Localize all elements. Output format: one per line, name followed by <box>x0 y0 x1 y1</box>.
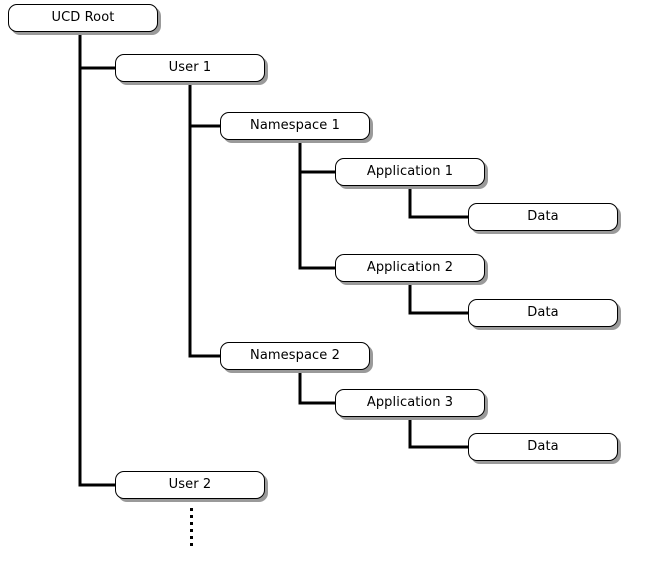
continuation-dot <box>190 543 193 546</box>
connector-user-1-to-namespace-2 <box>188 82 220 358</box>
node-application-3[interactable]: Application 3 <box>335 389 485 417</box>
continuation-dot <box>190 515 193 518</box>
connector-user-1-to-namespace-1 <box>188 82 220 128</box>
node-user-1[interactable]: User 1 <box>115 54 265 82</box>
node-label-application-3: Application 3 <box>366 395 454 410</box>
connector-ucd-root-to-user-2 <box>78 32 115 487</box>
continuation-dot <box>190 508 193 511</box>
node-label-application-1: Application 1 <box>366 164 454 179</box>
node-application-2[interactable]: Application 2 <box>335 254 485 282</box>
node-label-namespace-2: Namespace 2 <box>250 348 340 363</box>
node-user-2[interactable]: User 2 <box>115 471 265 499</box>
node-namespace-2[interactable]: Namespace 2 <box>220 342 370 370</box>
continuation-dot <box>190 529 193 532</box>
node-data-1[interactable]: Data <box>468 203 618 231</box>
continuation-dots <box>190 508 193 550</box>
node-label-user-2: User 2 <box>168 477 212 492</box>
node-data-3[interactable]: Data <box>468 433 618 461</box>
node-label-ucd-root: UCD Root <box>51 10 115 25</box>
node-label-user-1: User 1 <box>168 60 212 75</box>
node-label-data-3: Data <box>527 439 559 454</box>
continuation-dot <box>190 536 193 539</box>
connector-application-2-to-data-2 <box>408 282 468 315</box>
node-label-data-1: Data <box>527 209 559 224</box>
node-namespace-1[interactable]: Namespace 1 <box>220 112 370 140</box>
connector-ucd-root-to-user-1 <box>78 32 115 70</box>
connector-namespace-2-to-application-3 <box>298 370 335 405</box>
connector-namespace-1-to-application-2 <box>298 140 335 270</box>
connector-application-1-to-data-1 <box>408 186 468 219</box>
connector-namespace-1-to-application-1 <box>298 140 335 174</box>
node-label-application-2: Application 2 <box>366 260 454 275</box>
node-data-2[interactable]: Data <box>468 299 618 327</box>
connector-application-3-to-data-3 <box>408 417 468 449</box>
node-label-namespace-1: Namespace 1 <box>250 118 340 133</box>
continuation-dot <box>190 522 193 525</box>
node-ucd-root[interactable]: UCD Root <box>8 4 158 32</box>
node-label-data-2: Data <box>527 305 559 320</box>
node-application-1[interactable]: Application 1 <box>335 158 485 186</box>
